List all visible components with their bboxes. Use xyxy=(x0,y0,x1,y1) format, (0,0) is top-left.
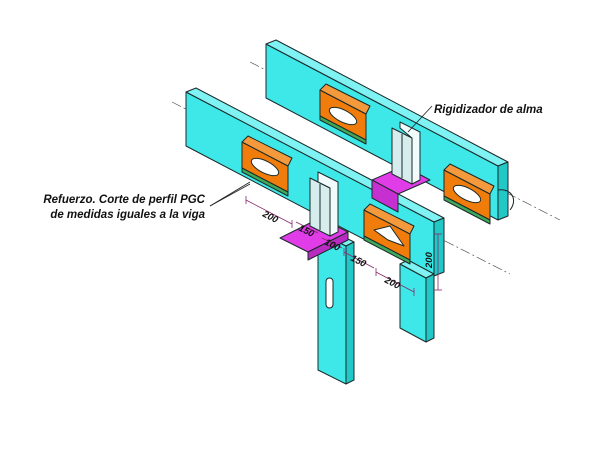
plate-front-left xyxy=(241,135,293,197)
web-stiffener-right xyxy=(391,121,421,185)
annotation-leaders xyxy=(209,105,433,207)
plate-back-right xyxy=(443,163,495,225)
dimension-200-vertical: 200 xyxy=(424,251,435,269)
plate-front-right xyxy=(363,203,415,265)
web-stiffener-left xyxy=(309,171,339,237)
right-column xyxy=(399,259,435,343)
plate-back-left xyxy=(319,83,371,145)
stiffener-label: Rigidizador de alma xyxy=(434,104,543,116)
reinforcement-label-line1: Refuerzo. Corte de perfil PGC xyxy=(43,194,205,206)
dimension-lines xyxy=(245,196,442,296)
dimension-200-left: 200 xyxy=(260,208,281,226)
reinforcement-label-line2: de medidas iguales a la viga xyxy=(50,209,205,221)
